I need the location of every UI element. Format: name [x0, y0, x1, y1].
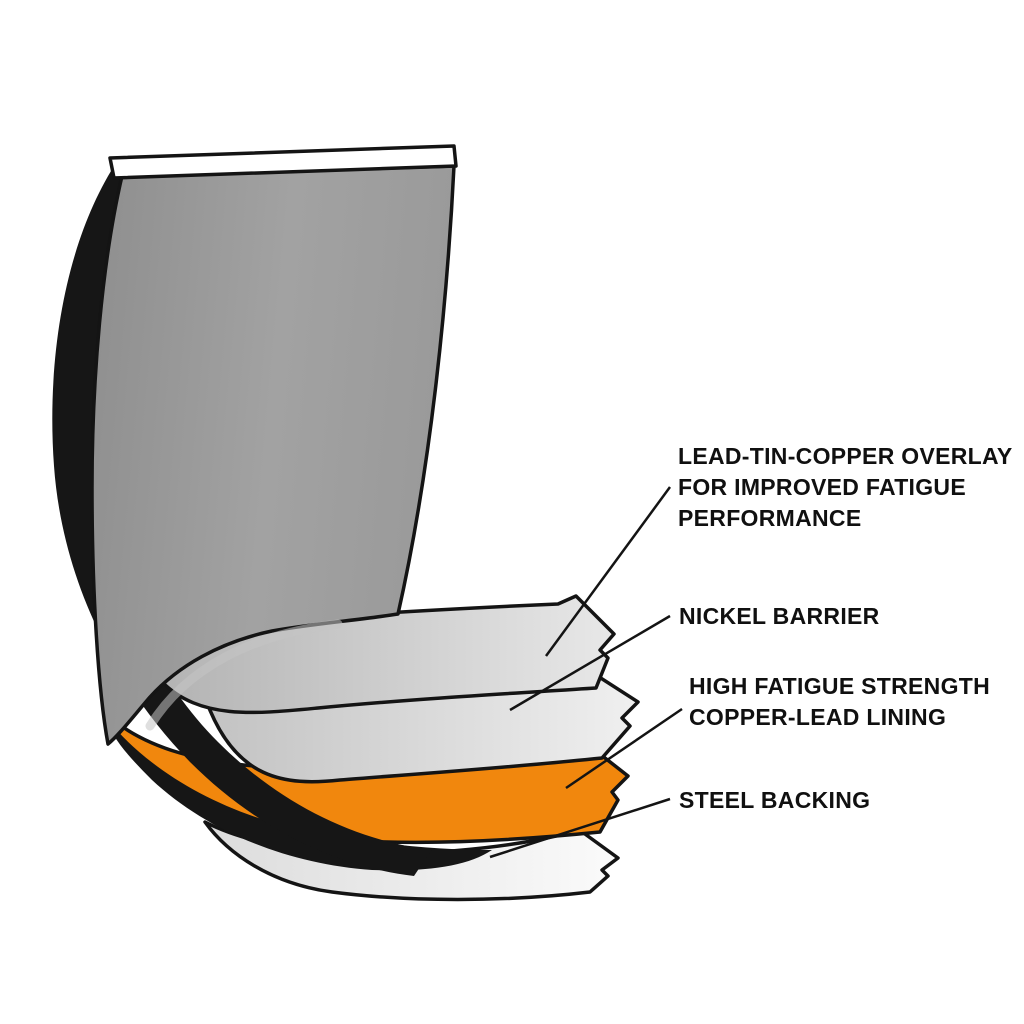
label-copper-line-2: COPPER-LEAD LINING: [689, 704, 947, 730]
leader-line-copper: [565, 707, 683, 790]
label-overlay: LEAD-TIN-COPPER OVERLAY FOR IMPROVED FAT…: [678, 441, 1012, 534]
label-nickel-text: NICKEL BARRIER: [679, 603, 880, 629]
label-steel-text: STEEL BACKING: [679, 787, 871, 813]
label-copper-line-1: HIGH FATIGUE STRENGTH: [689, 673, 991, 699]
shell-top-rim: [108, 144, 458, 180]
label-copper-lead: HIGH FATIGUE STRENGTH COPPER-LEAD LINING: [689, 671, 990, 733]
label-overlay-line-2: FOR IMPROVED FATIGUE: [678, 474, 966, 500]
label-overlay-line-1: LEAD-TIN-COPPER OVERLAY: [678, 443, 1013, 469]
bearing-shell-face: [90, 164, 456, 746]
leader-line-nickel: [509, 614, 671, 712]
leader-line-steel: [489, 797, 671, 859]
face-highlight: [145, 619, 343, 731]
label-nickel-barrier: NICKEL BARRIER: [679, 601, 880, 632]
label-overlay-line-3: PERFORMANCE: [678, 505, 862, 531]
label-steel-backing: STEEL BACKING: [679, 785, 870, 816]
leader-line-overlay: [544, 486, 672, 657]
